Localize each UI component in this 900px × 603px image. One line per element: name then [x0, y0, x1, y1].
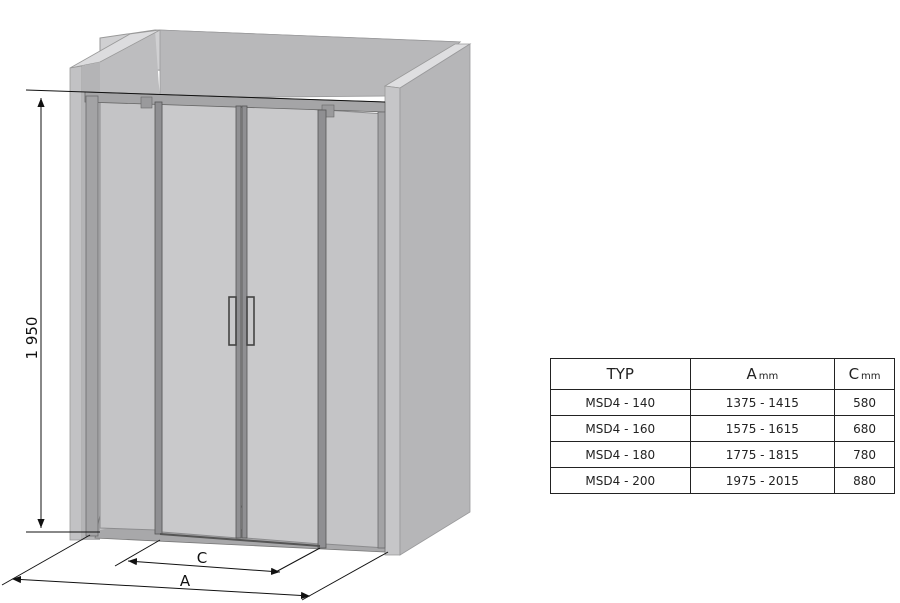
height-label: 1 950	[23, 317, 41, 360]
cell-c: 780	[834, 441, 895, 468]
header-a-unit: mm	[758, 371, 779, 382]
header-c-label: C	[848, 365, 860, 383]
cell-c: 680	[834, 415, 895, 442]
cell-c: 880	[834, 467, 895, 494]
table-row: MSD4 - 160 1575 - 1615 680	[550, 415, 895, 442]
cell-a: 1975 - 2015	[689, 467, 836, 494]
table-row: MSD4 - 140 1375 - 1415 580	[550, 389, 895, 416]
cell-typ: MSD4 - 140	[550, 389, 691, 416]
width-a-label: A	[180, 572, 191, 590]
right-wall	[383, 43, 472, 556]
table-row: MSD4 - 180 1775 - 1815 780	[550, 441, 895, 468]
width-a-dimension: A	[1, 534, 389, 601]
cell-a: 1775 - 1815	[689, 441, 836, 468]
glass-panels	[99, 95, 386, 549]
header-typ-label: TYP	[606, 365, 634, 383]
table-row: MSD4 - 200 1975 - 2015 880	[550, 467, 895, 494]
header-a-label: A	[746, 365, 757, 383]
back-wall	[99, 29, 462, 100]
door-frames	[85, 95, 386, 549]
header-typ: TYP	[550, 358, 691, 390]
door-handles	[228, 296, 255, 346]
cell-c: 580	[834, 389, 895, 416]
height-dimension: 1 950	[23, 89, 386, 533]
cell-typ: MSD4 - 180	[550, 441, 691, 468]
cell-a: 1575 - 1615	[689, 415, 836, 442]
width-c-dimension: C	[114, 539, 321, 575]
cell-typ: MSD4 - 200	[550, 467, 691, 494]
header-c-unit: mm	[861, 371, 881, 382]
width-c-label: C	[197, 549, 207, 567]
cell-a: 1375 - 1415	[689, 389, 836, 416]
cell-typ: MSD4 - 160	[550, 415, 691, 442]
